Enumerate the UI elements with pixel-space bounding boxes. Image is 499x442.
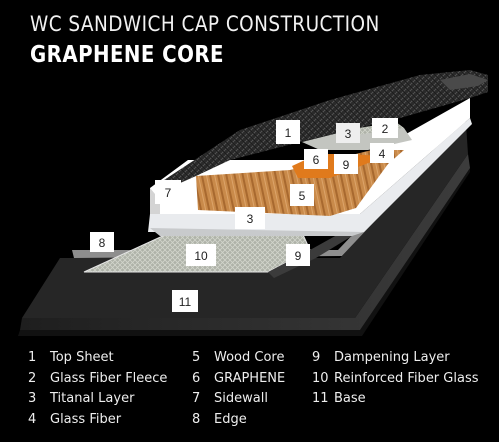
- callout-11: 11: [172, 290, 198, 312]
- callout-5: 5: [290, 184, 314, 206]
- top-sheet-layer: [155, 70, 488, 192]
- svg-text:4: 4: [379, 147, 386, 161]
- svg-text:1: 1: [285, 126, 292, 140]
- titanal-layer-lower: [148, 118, 472, 236]
- svg-text:2: 2: [382, 122, 389, 136]
- callout-6: 6: [304, 149, 328, 169]
- svg-text:9: 9: [343, 158, 350, 172]
- callout-3-lower: 3: [235, 207, 265, 229]
- svg-text:10: 10: [194, 249, 208, 263]
- svg-text:11: 11: [179, 295, 192, 309]
- callout-1: 1: [276, 120, 300, 144]
- callout-2: 2: [372, 118, 398, 138]
- diagram-title: WC SANDWICH CAP CONSTRUCTION: [30, 12, 380, 36]
- svg-text:6: 6: [313, 153, 320, 167]
- svg-text:9: 9: [295, 249, 302, 263]
- callout-7: 7: [155, 180, 181, 204]
- svg-text:5: 5: [299, 189, 306, 203]
- callout-4: 4: [370, 143, 394, 163]
- callout-10: 10: [186, 244, 216, 266]
- svg-text:7: 7: [165, 186, 172, 200]
- callout-group: 1 3 2 6 9 4 5 7 3 8 10 9 11: [90, 118, 398, 312]
- callout-8: 8: [90, 232, 114, 252]
- diagram-subtitle: GRAPHENE CORE: [30, 42, 224, 68]
- callout-3-upper: 3: [336, 123, 360, 143]
- callout-9-upper: 9: [334, 154, 358, 174]
- svg-text:3: 3: [345, 127, 352, 141]
- callout-9-lower: 9: [286, 244, 310, 266]
- svg-text:3: 3: [247, 212, 254, 226]
- svg-text:8: 8: [99, 236, 106, 250]
